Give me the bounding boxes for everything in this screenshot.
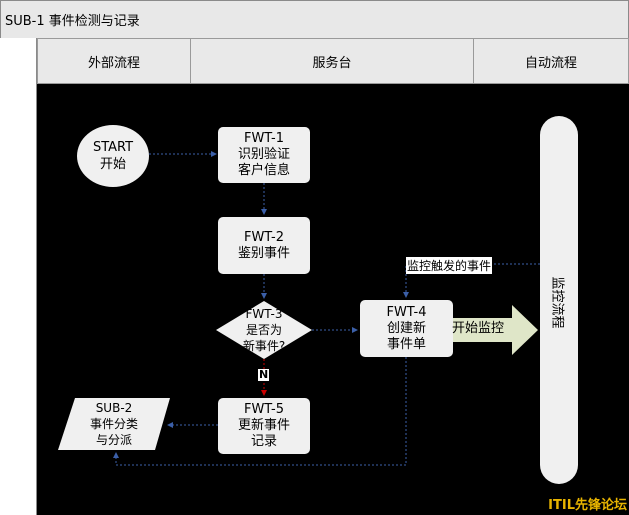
left-margin-strip	[0, 38, 37, 515]
decision-diamond	[216, 301, 312, 359]
sub2-text-1: 事件分类	[89, 417, 138, 431]
lane-label-service-desk: 服务台	[312, 55, 352, 71]
fwt3-node-text: FWT-3 是否为 新事件?	[218, 303, 310, 357]
lane-header-external: 外部流程	[37, 38, 191, 84]
watermark: ITIL先锋论坛	[548, 498, 627, 513]
fwt1-text-2: 客户信息	[237, 163, 290, 178]
lane-label-automatic: 自动流程	[524, 55, 577, 71]
fwt4-text-2: 事件单	[386, 336, 426, 352]
monitor-process-pill	[540, 116, 578, 484]
fwt5-text-2: 记录	[250, 434, 277, 449]
lane-label-external: 外部流程	[87, 55, 140, 71]
fwt1-node: FWT-1 识别验证 客户信息	[218, 127, 310, 183]
fwt3-id: FWT-3	[245, 307, 283, 321]
fwt3-text-1: 是否为	[245, 323, 282, 337]
sub2-text-2: 与分派	[95, 433, 132, 447]
fwt3-text-2: 新事件?	[242, 339, 286, 353]
fwt1-text-1: 识别验证	[237, 147, 290, 162]
lane-header-automatic: 自动流程	[473, 38, 629, 84]
fwt1-id: FWT-1	[243, 131, 285, 146]
edge-label-no: N	[258, 368, 270, 381]
fwt5-text-1: 更新事件	[237, 418, 290, 433]
subprocess-parallelogram	[58, 398, 170, 450]
diagram-title: SUB-1 事件检测与记录	[5, 14, 140, 29]
fwt2-text: 鉴别事件	[237, 245, 290, 261]
monitor-process-label: 监控流程	[549, 275, 565, 329]
fwt5-id: FWT-5	[243, 402, 285, 417]
start-label: START	[92, 140, 134, 155]
start-label-cn: 开始	[99, 157, 126, 172]
fwt5-node: FWT-5 更新事件 记录	[218, 398, 310, 454]
edge-fwt4-sub2	[113, 357, 407, 466]
diagram-title-bar: SUB-1 事件检测与记录	[0, 0, 629, 39]
fwt4-text-1: 创建新	[386, 320, 426, 336]
fwt4-node: FWT-4 创建新 事件单	[360, 300, 453, 357]
lane-header-service-desk: 服务台	[190, 38, 474, 84]
monitor-process-text: 监控流程	[543, 120, 575, 484]
edge-label-monitor-event: 监控触发的事件	[406, 257, 493, 274]
start-monitor-arrow	[448, 305, 538, 355]
fwt4-id: FWT-4	[386, 304, 427, 320]
sub2-id: SUB-2	[95, 401, 133, 415]
start-node: START 开始	[77, 125, 149, 187]
fwt2-node: FWT-2 鉴别事件	[218, 217, 310, 274]
fwt2-id: FWT-2	[243, 229, 285, 245]
edge-label-start-monitor: 开始监控	[452, 321, 505, 336]
sub2-node-text: SUB-2 事件分类 与分派	[60, 398, 168, 450]
